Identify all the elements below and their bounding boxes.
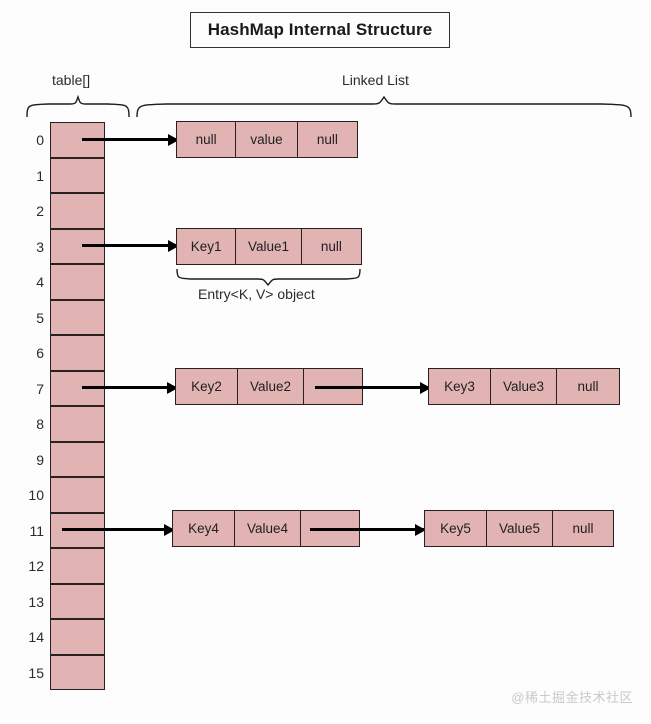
table-bucket-cell-14[interactable] bbox=[50, 619, 105, 655]
pointer-arrow-node-11-0-to-11-1 bbox=[310, 528, 425, 531]
table-bucket-cell-15[interactable] bbox=[50, 654, 105, 690]
table-index-label-4: 4 bbox=[36, 274, 44, 290]
entry-next-cell: null bbox=[316, 132, 338, 147]
pointer-arrow-bucket-11 bbox=[62, 528, 174, 531]
entry-next-cell: null bbox=[320, 239, 342, 254]
table-array-column bbox=[50, 122, 105, 690]
pointer-arrow-bucket-7 bbox=[82, 386, 177, 389]
pointer-arrow-bucket-3 bbox=[82, 244, 178, 247]
entry-next-cell: null bbox=[577, 379, 599, 394]
entry-node-bucket-11-1: Key5 Value5 null bbox=[424, 510, 614, 547]
entry-node-bucket-7-1: Key3 Value3 null bbox=[428, 368, 620, 405]
table-array-label: table[] bbox=[52, 72, 91, 88]
table-bucket-cell-8[interactable] bbox=[50, 406, 105, 442]
entry-object-brace bbox=[176, 268, 361, 287]
entry-next-cell: null bbox=[572, 521, 594, 536]
entry-key-cell: Key2 bbox=[176, 369, 238, 404]
entry-value-cell: Value5 bbox=[487, 511, 553, 546]
table-bucket-cell-12[interactable] bbox=[50, 548, 105, 584]
entry-key-cell: null bbox=[177, 122, 237, 157]
table-bucket-cell-5[interactable] bbox=[50, 299, 105, 335]
table-index-label-9: 9 bbox=[36, 451, 44, 468]
pointer-arrow-node-7-0-to-7-1 bbox=[315, 386, 430, 389]
table-bucket-cell-10[interactable] bbox=[50, 477, 105, 513]
table-bucket-cell-4[interactable] bbox=[50, 264, 105, 300]
table-index-label-2: 2 bbox=[36, 203, 44, 219]
watermark: @稀土掘金技术社区 bbox=[511, 690, 633, 705]
diagram-title-box: HashMap Internal Structure bbox=[190, 12, 450, 48]
table-index-label-3: 3 bbox=[36, 238, 44, 255]
table-bucket-cell-9[interactable] bbox=[50, 441, 105, 477]
table-index-label-8: 8 bbox=[36, 416, 44, 432]
table-index-label-10: 10 bbox=[28, 487, 44, 503]
table-index-label-6: 6 bbox=[36, 345, 44, 361]
entry-node-bucket-0-0: null value null bbox=[176, 121, 358, 158]
entry-value-cell: Value2 bbox=[238, 369, 304, 404]
pointer-arrow-bucket-0 bbox=[82, 138, 178, 141]
entry-value-cell: Value3 bbox=[491, 369, 557, 404]
table-array-brace bbox=[26, 94, 130, 118]
table-index-label-5: 5 bbox=[36, 309, 44, 326]
entry-value-cell: value bbox=[236, 122, 298, 157]
entry-node-bucket-3-0: Key1 Value1 null bbox=[176, 228, 362, 265]
linked-list-brace bbox=[136, 95, 632, 118]
table-index-label-15: 15 bbox=[28, 664, 44, 681]
table-bucket-cell-2[interactable] bbox=[50, 193, 105, 229]
linked-list-label: Linked List bbox=[342, 72, 409, 88]
entry-value-cell: Value1 bbox=[236, 229, 302, 264]
entry-node-bucket-11-0: Key4 Value4 bbox=[172, 510, 360, 547]
page-title: HashMap Internal Structure bbox=[207, 20, 433, 39]
table-index-label-0: 0 bbox=[36, 132, 44, 148]
table-bucket-cell-6[interactable] bbox=[50, 335, 105, 371]
entry-key-cell: Key5 bbox=[425, 511, 487, 546]
table-index-label-13: 13 bbox=[28, 593, 44, 610]
table-index-label-1: 1 bbox=[36, 167, 44, 184]
entry-key-cell: Key3 bbox=[429, 369, 491, 404]
table-index-label-7: 7 bbox=[36, 380, 44, 397]
entry-object-label: Entry<K, V> object bbox=[198, 286, 315, 302]
entry-key-cell: Key1 bbox=[177, 229, 237, 264]
table-index-label-12: 12 bbox=[28, 558, 44, 574]
table-index-label-11: 11 bbox=[29, 522, 44, 539]
entry-value-cell: Value4 bbox=[235, 511, 301, 546]
entry-key-cell: Key4 bbox=[173, 511, 235, 546]
table-bucket-cell-13[interactable] bbox=[50, 583, 105, 619]
table-bucket-cell-1[interactable] bbox=[50, 157, 105, 193]
table-index-label-14: 14 bbox=[28, 629, 44, 645]
